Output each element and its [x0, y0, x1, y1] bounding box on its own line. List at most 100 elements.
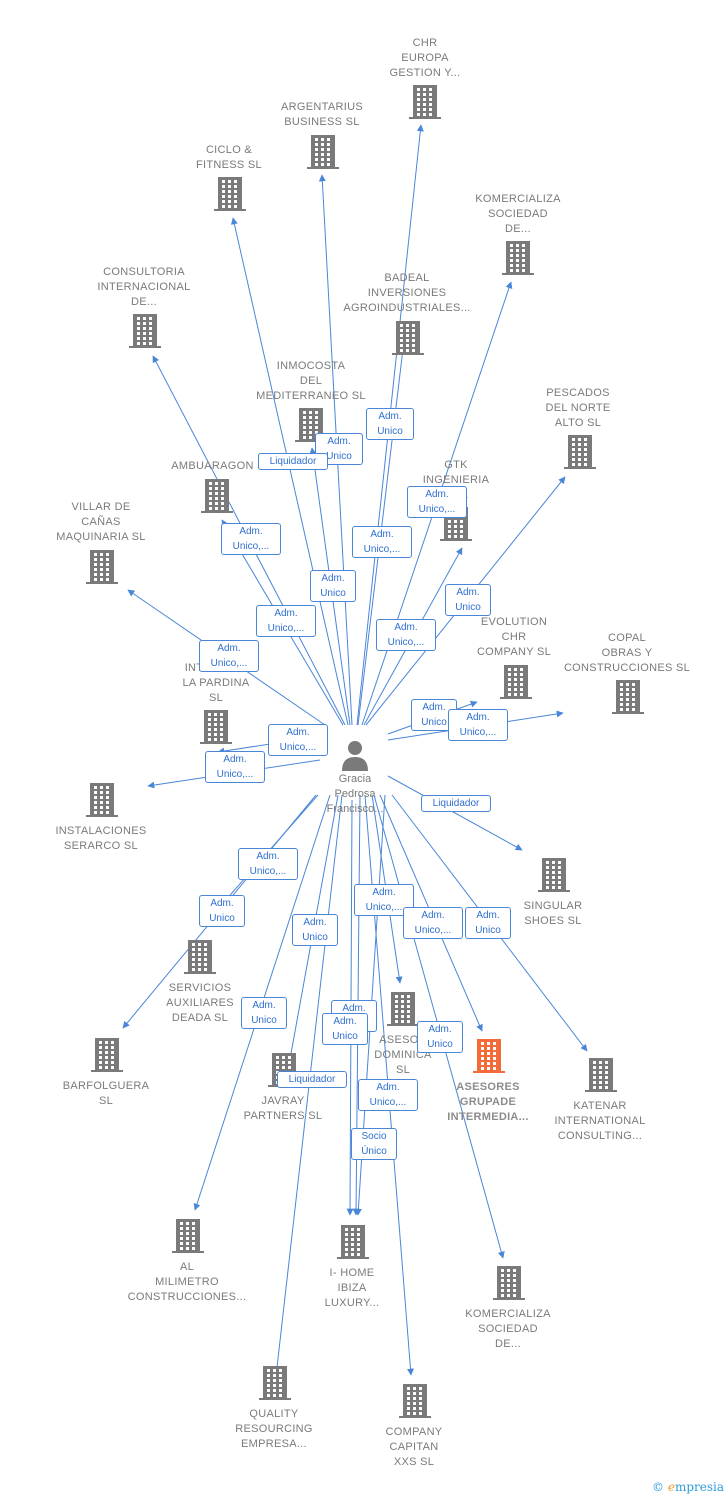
company-name: VILLAR DE CAÑAS MAQUINARIA SL — [56, 501, 146, 543]
company-name: SERVICIOS AUXILIARES DEADA SL — [166, 982, 234, 1024]
relation-label[interactable]: Adm. Unico,... — [358, 1079, 418, 1111]
relation-label[interactable]: Adm. Unico,... — [256, 605, 316, 637]
relation-label[interactable]: Adm. Unico,... — [403, 907, 463, 939]
logo-text: mpresia — [674, 1480, 724, 1494]
company-node-instalaciones[interactable]: INSTALACIONES SERARCO SL — [31, 824, 171, 854]
relation-label[interactable]: Socio Único — [351, 1128, 397, 1160]
relation-label[interactable]: Adm. Unico,... — [205, 751, 265, 783]
relation-label[interactable]: Adm. Unico,... — [221, 523, 281, 555]
building-icon[interactable] — [86, 550, 118, 584]
company-node-asesores-grupade[interactable]: ASESORES GRUPADE INTERMEDIA... — [418, 1080, 558, 1125]
company-name: INMOCOSTA DEL MEDITERRANEO SL — [256, 360, 366, 402]
building-icon[interactable] — [473, 1039, 505, 1073]
company-name: EVOLUTION CHR COMPANY SL — [476, 616, 552, 658]
company-node-ciclo-fitness[interactable]: CICLO & FITNESS SL — [159, 143, 299, 173]
building-icon[interactable] — [259, 1366, 291, 1400]
relation-label[interactable]: Adm. Unico,... — [268, 724, 328, 756]
edge-line — [230, 217, 349, 726]
company-name: PESCADOS DEL NORTE ALTO SL — [545, 387, 611, 429]
building-icon[interactable] — [214, 177, 246, 211]
building-icon[interactable] — [86, 783, 118, 817]
company-node-badeal[interactable]: BADEAL INVERSIONES AGROINDUSTRIALES... — [337, 271, 477, 316]
company-node-i-home[interactable]: I- HOME IBIZA LUXURY... — [282, 1266, 422, 1311]
building-icon[interactable] — [307, 135, 339, 169]
building-icon[interactable] — [612, 680, 644, 714]
building-icon[interactable] — [91, 1038, 123, 1072]
company-node-evolution[interactable]: EVOLUTION CHR COMPANY SL — [444, 615, 584, 660]
relation-label[interactable]: Liquidador — [421, 795, 491, 812]
relation-label[interactable]: Liquidador — [277, 1071, 347, 1088]
copyright-symbol: © — [652, 1480, 664, 1494]
company-name: KATENAR INTERNATIONAL CONSULTING... — [554, 1100, 646, 1142]
relation-label[interactable]: Adm. Unico — [445, 584, 491, 616]
company-name: ARGENTARIUS BUSINESS SL — [281, 101, 363, 128]
building-icon[interactable] — [493, 1266, 525, 1300]
company-node-katenar[interactable]: KATENAR INTERNATIONAL CONSULTING... — [530, 1099, 670, 1144]
relation-label[interactable]: Adm. Unico,... — [407, 486, 467, 518]
company-node-pescados[interactable]: PESCADOS DEL NORTE ALTO SL — [508, 386, 648, 431]
building-icon[interactable] — [392, 321, 424, 355]
building-icon[interactable] — [337, 1225, 369, 1259]
building-icon[interactable] — [564, 435, 596, 469]
relation-label[interactable]: Adm. Unico,... — [199, 640, 259, 672]
company-name: CICLO & FITNESS SL — [196, 144, 262, 171]
relation-label[interactable]: Adm. Unico — [366, 408, 414, 440]
company-name: BADEAL INVERSIONES AGROINDUSTRIALES... — [343, 272, 471, 314]
company-node-al-milimetro[interactable]: AL MILIMETRO CONSTRUCCIONES... — [117, 1260, 257, 1305]
building-icon[interactable] — [500, 665, 532, 699]
relation-label[interactable]: Adm. Unico — [465, 907, 511, 939]
relation-label[interactable]: Adm. Unico,... — [376, 619, 436, 651]
company-name: ASESORES GRUPADE INTERMEDIA... — [447, 1081, 529, 1123]
brand-logo: © empresia — [652, 1480, 724, 1494]
building-icon[interactable] — [538, 858, 570, 892]
relation-label[interactable]: Adm. Unico,... — [238, 848, 298, 880]
company-name: QUALITY RESOURCING EMPRESA... — [235, 1408, 313, 1450]
company-name: SINGULAR SHOES SL — [523, 900, 583, 927]
building-icon[interactable] — [200, 710, 232, 744]
company-node-komercializa-top[interactable]: KOMERCIALIZA SOCIEDAD DE... — [448, 192, 588, 237]
building-icon[interactable] — [399, 1384, 431, 1418]
relation-label[interactable]: Liquidador — [258, 453, 328, 470]
company-node-javray[interactable]: JAVRAY PARTNERS SL — [213, 1094, 353, 1124]
company-node-inmocosta[interactable]: INMOCOSTA DEL MEDITERRANEO SL — [241, 359, 381, 404]
building-icon[interactable] — [172, 1219, 204, 1253]
company-node-villar[interactable]: VILLAR DE CAÑAS MAQUINARIA SL — [31, 500, 171, 545]
company-node-chr-europa[interactable]: CHR EUROPA GESTION Y... — [355, 36, 495, 81]
company-node-copal[interactable]: COPAL OBRAS Y CONSTRUCCIONES SL — [557, 631, 697, 676]
company-name: KOMERCIALIZA SOCIEDAD DE... — [465, 1308, 551, 1350]
company-name: JAVRAY PARTNERS SL — [243, 1095, 323, 1122]
company-name: CONSULTORIA INTERNACIONAL DE... — [97, 266, 191, 308]
company-node-barfolguera[interactable]: BARFOLGUERA SL — [36, 1079, 176, 1109]
company-node-argentarius[interactable]: ARGENTARIUS BUSINESS SL — [252, 100, 392, 130]
relation-label[interactable]: Adm. Unico,... — [448, 709, 508, 741]
relation-label[interactable]: Adm. Unico — [292, 914, 338, 946]
building-icon[interactable] — [129, 314, 161, 348]
relation-label[interactable]: Adm. Unico,... — [352, 526, 412, 558]
building-icon[interactable] — [502, 241, 534, 275]
building-icon[interactable] — [387, 992, 419, 1026]
relation-label[interactable]: Adm. Unico — [417, 1021, 463, 1053]
company-node-servicios[interactable]: SERVICIOS AUXILIARES DEADA SL — [130, 981, 270, 1026]
company-name: COMPANY CAPITAN XXS SL — [385, 1426, 443, 1468]
company-name: CHR EUROPA GESTION Y... — [389, 37, 461, 79]
relation-label[interactable]: Adm. Unico — [199, 895, 245, 927]
relation-label[interactable]: Adm. Unico — [322, 1013, 368, 1045]
relation-label[interactable]: Adm. Unico — [241, 997, 287, 1029]
company-name: I- HOME IBIZA LUXURY... — [324, 1267, 380, 1309]
building-icon[interactable] — [201, 479, 233, 513]
building-icon[interactable] — [585, 1058, 617, 1092]
company-name: BARFOLGUERA SL — [62, 1080, 150, 1107]
center-person-node[interactable]: Gracia Pedrosa Francisco... — [300, 738, 410, 817]
building-icon[interactable] — [409, 85, 441, 119]
relation-label[interactable]: Adm. Unico — [310, 570, 356, 602]
logo-e: e — [667, 1480, 675, 1494]
company-name: KOMERCIALIZA SOCIEDAD DE... — [475, 193, 561, 235]
company-name: INSTALACIONES SERARCO SL — [55, 825, 147, 852]
company-node-company-capitan[interactable]: COMPANY CAPITAN XXS SL — [344, 1425, 484, 1470]
company-node-quality[interactable]: QUALITY RESOURCING EMPRESA... — [204, 1407, 344, 1452]
company-node-komercializa-bottom[interactable]: KOMERCIALIZA SOCIEDAD DE... — [438, 1307, 578, 1352]
company-node-singular[interactable]: SINGULAR SHOES SL — [483, 899, 623, 929]
company-node-consultoria[interactable]: CONSULTORIA INTERNACIONAL DE... — [74, 265, 214, 310]
company-name: COPAL OBRAS Y CONSTRUCCIONES SL — [563, 632, 691, 674]
building-icon[interactable] — [184, 940, 216, 974]
